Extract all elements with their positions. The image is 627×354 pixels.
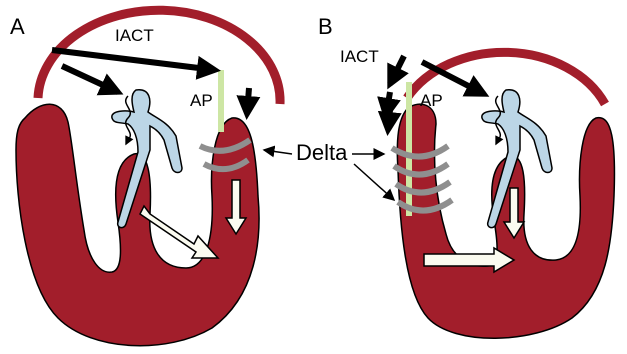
iact-label-a: IACT — [115, 26, 154, 45]
ap-entry-arrow-a — [247, 88, 249, 114]
panel-a: A IACT AP — [10, 10, 280, 345]
ventricle-myocardium-b — [397, 104, 614, 338]
iact-arrow-a-long — [52, 50, 215, 70]
ap-label-b: AP — [420, 91, 443, 110]
iact-label-b: IACT — [340, 47, 379, 66]
delta-callout: Delta — [264, 140, 394, 200]
panel-b: B IACT AP — [318, 14, 614, 338]
accessory-pathway-a — [218, 70, 224, 132]
iact-arrow-b-1 — [390, 56, 404, 84]
ap-label-a: AP — [190, 91, 213, 110]
accessory-pathway-b — [406, 82, 412, 216]
delta-pointer-left — [264, 150, 292, 154]
panel-a-letter: A — [10, 14, 25, 39]
panel-b-letter: B — [318, 14, 333, 39]
iact-arrow-a-short — [62, 66, 118, 92]
delta-label: Delta — [296, 140, 348, 165]
delta-pointer-lower — [354, 164, 394, 200]
iact-arrow-b-3 — [388, 110, 390, 130]
atria-arc-a — [38, 10, 280, 104]
